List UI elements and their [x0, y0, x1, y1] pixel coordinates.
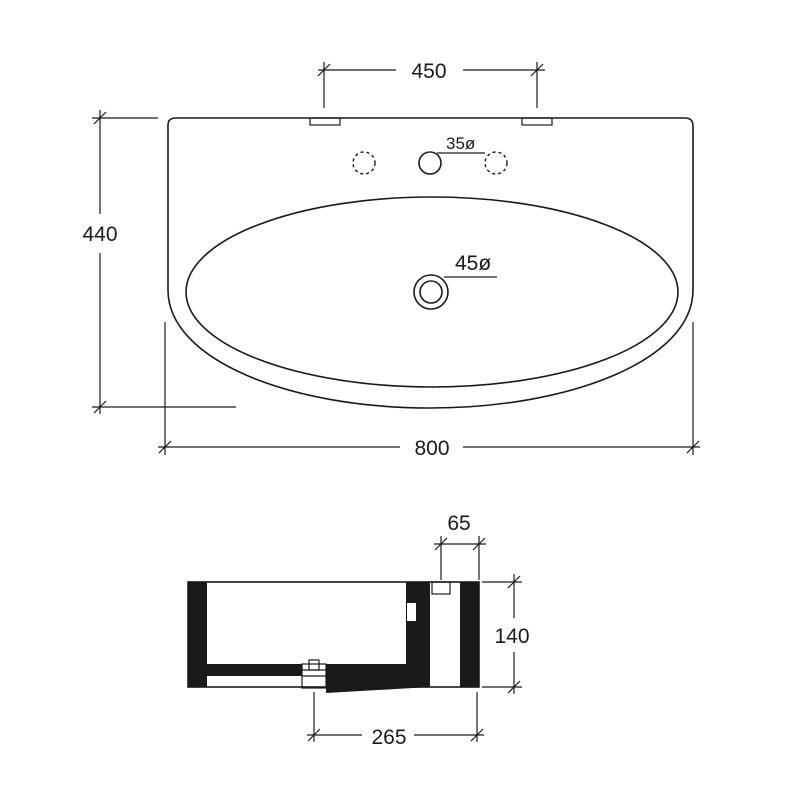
inner-bowl: [185, 196, 679, 388]
dim-65-tick-right: [472, 537, 486, 551]
drain-outer-ring: [413, 274, 449, 310]
side-view: 65 140 265: [187, 512, 530, 749]
tap-hole-right-optional: [484, 151, 508, 175]
section-tap-hole-cap: [431, 581, 451, 595]
dim-450-tick-left: [317, 63, 331, 77]
dim-440-label: 440: [82, 223, 117, 246]
section-front-rim-left: [418, 582, 430, 687]
dim-140-tick-bottom: [507, 680, 521, 694]
dim-265-tick-left: [307, 728, 321, 742]
basin-outer-outline: [167, 117, 694, 409]
dim-265-label: 265: [371, 726, 406, 749]
section-overflow-gap: [407, 603, 416, 621]
dim-440-tick-bottom: [93, 400, 107, 414]
section-channel-line: [325, 680, 431, 688]
section-bowl-right-wall: [406, 582, 418, 676]
drain-diameter-label: 45ø: [455, 252, 491, 275]
section-bowl-floor: [207, 664, 302, 676]
section-left-wall: [188, 582, 207, 687]
tap-hole-center: [418, 151, 442, 175]
dim-140-label: 140: [494, 625, 529, 648]
dim-450-label: 450: [411, 60, 446, 83]
dim-140-tick-top: [507, 575, 521, 589]
section-bowl-floor-right: [326, 664, 418, 676]
dim-800-label: 800: [414, 437, 449, 460]
dim-800-tick-left: [158, 440, 172, 454]
tap-notch-left: [309, 117, 341, 126]
tap-hole-left-optional: [352, 151, 376, 175]
dim-265-tick-right: [470, 728, 484, 742]
dim-800-tick-right: [686, 440, 700, 454]
drain-inner-ring: [419, 280, 443, 304]
section-front-rim-right: [460, 582, 479, 687]
dim-450-tick-right: [530, 63, 544, 77]
tap-notch-right: [521, 117, 553, 126]
dim-440-tick-top: [93, 111, 107, 125]
dim-65-tick-left: [434, 537, 448, 551]
tap-hole-diameter-label: 35ø: [446, 134, 475, 153]
top-view: 35ø 45ø 450 440 800: [82, 60, 700, 460]
dim-65-label: 65: [447, 512, 470, 535]
section-drain-stem: [308, 659, 320, 671]
